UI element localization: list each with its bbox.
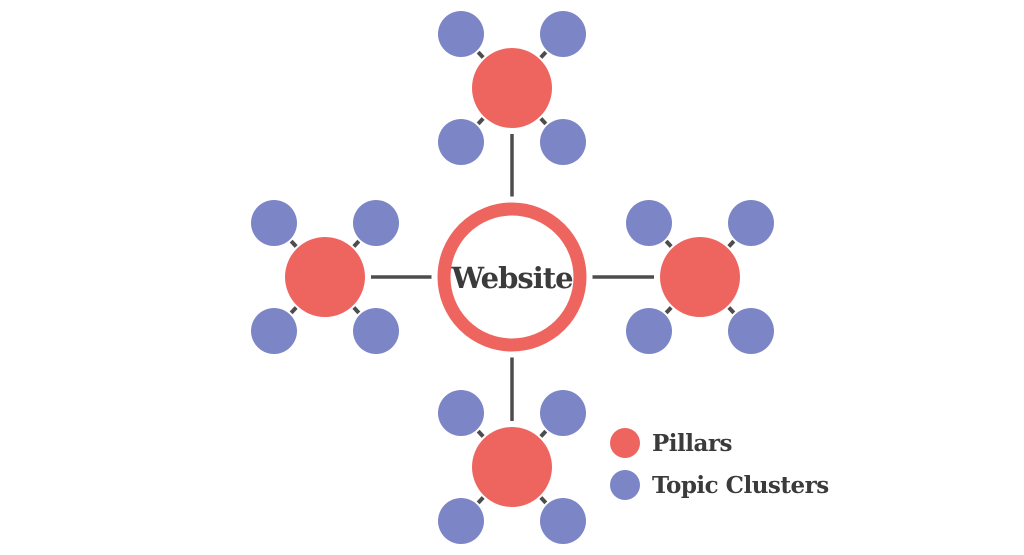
pillar-top-cluster-3-node	[438, 119, 484, 165]
pillar-left-cluster-2-connector	[352, 239, 361, 248]
pillar-top-cluster-4-connector	[539, 117, 548, 126]
pillar-top-cluster-2-connector	[539, 50, 548, 59]
pillar-right-cluster-1-connector	[664, 239, 673, 248]
pillar-left-cluster-4-node	[353, 308, 399, 354]
legend-label-topic-clusters: Topic Clusters	[652, 471, 829, 499]
website-label: Website	[450, 261, 573, 295]
pillar-bottom-cluster-2-node	[540, 390, 586, 436]
pillar-right-cluster-3-node	[626, 308, 672, 354]
pillar-top-node	[472, 48, 552, 128]
pillar-left-cluster-2-node	[353, 200, 399, 246]
pillar-top-cluster-3-connector	[476, 117, 485, 126]
topic-cluster-swatch-icon	[610, 470, 640, 500]
pillar-right-cluster-1-node	[626, 200, 672, 246]
pillar-left-cluster-3-connector	[289, 306, 298, 315]
legend: Pillars Topic Clusters	[610, 428, 829, 512]
pillar-left-cluster-1-connector	[289, 239, 298, 248]
legend-item-pillars: Pillars	[610, 428, 829, 458]
legend-item-topic-clusters: Topic Clusters	[610, 470, 829, 500]
pillar-left-node	[285, 237, 365, 317]
pillar-left-cluster-3-node	[251, 308, 297, 354]
website-node	[437, 202, 587, 352]
pillar-bottom-cluster-1-connector	[476, 429, 485, 438]
pillar-right-cluster-4-connector	[727, 306, 736, 315]
pillar-left-cluster-4-connector	[352, 306, 361, 315]
pillar-bottom-cluster-3-node	[438, 498, 484, 544]
pillar-right-cluster-4-node	[728, 308, 774, 354]
pillar-right-node	[660, 237, 740, 317]
pillar-left-cluster-1-node	[251, 200, 297, 246]
pillar-top-cluster-4-node	[540, 119, 586, 165]
pillar-bottom-cluster-4-connector	[539, 496, 548, 505]
pillar-bottom-node	[472, 427, 552, 507]
pillar-bottom-cluster-4-node	[540, 498, 586, 544]
pillar-bottom-cluster-2-connector	[539, 429, 548, 438]
pillar-top-cluster-1-connector	[476, 50, 485, 59]
pillar-bottom-cluster-1-node	[438, 390, 484, 436]
pillar-top-cluster-1-node	[438, 11, 484, 57]
pillar-right-cluster-2-connector	[727, 239, 736, 248]
pillar-right-cluster-2-node	[728, 200, 774, 246]
pillar-bottom-cluster-3-connector	[476, 496, 485, 505]
pillar-top-cluster-2-node	[540, 11, 586, 57]
legend-label-pillars: Pillars	[652, 429, 732, 457]
pillar-swatch-icon	[610, 428, 640, 458]
pillar-right-cluster-3-connector	[664, 306, 673, 315]
